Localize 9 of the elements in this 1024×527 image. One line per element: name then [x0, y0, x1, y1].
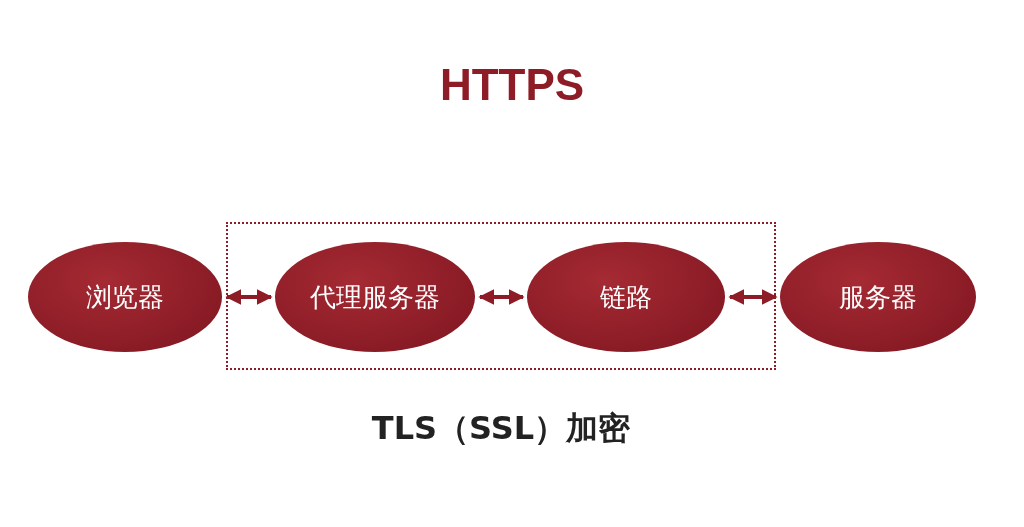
title: HTTPS	[439, 59, 585, 111]
node-label: 链路	[600, 280, 652, 314]
double-arrow	[225, 289, 273, 305]
node-label: 浏览器	[86, 280, 164, 314]
node-label: 代理服务器	[310, 280, 440, 314]
double-arrow	[478, 289, 525, 305]
node-label: 服务器	[839, 280, 917, 314]
group-label: TLS（SSL）加密	[371, 408, 631, 449]
double-arrow	[728, 289, 778, 305]
